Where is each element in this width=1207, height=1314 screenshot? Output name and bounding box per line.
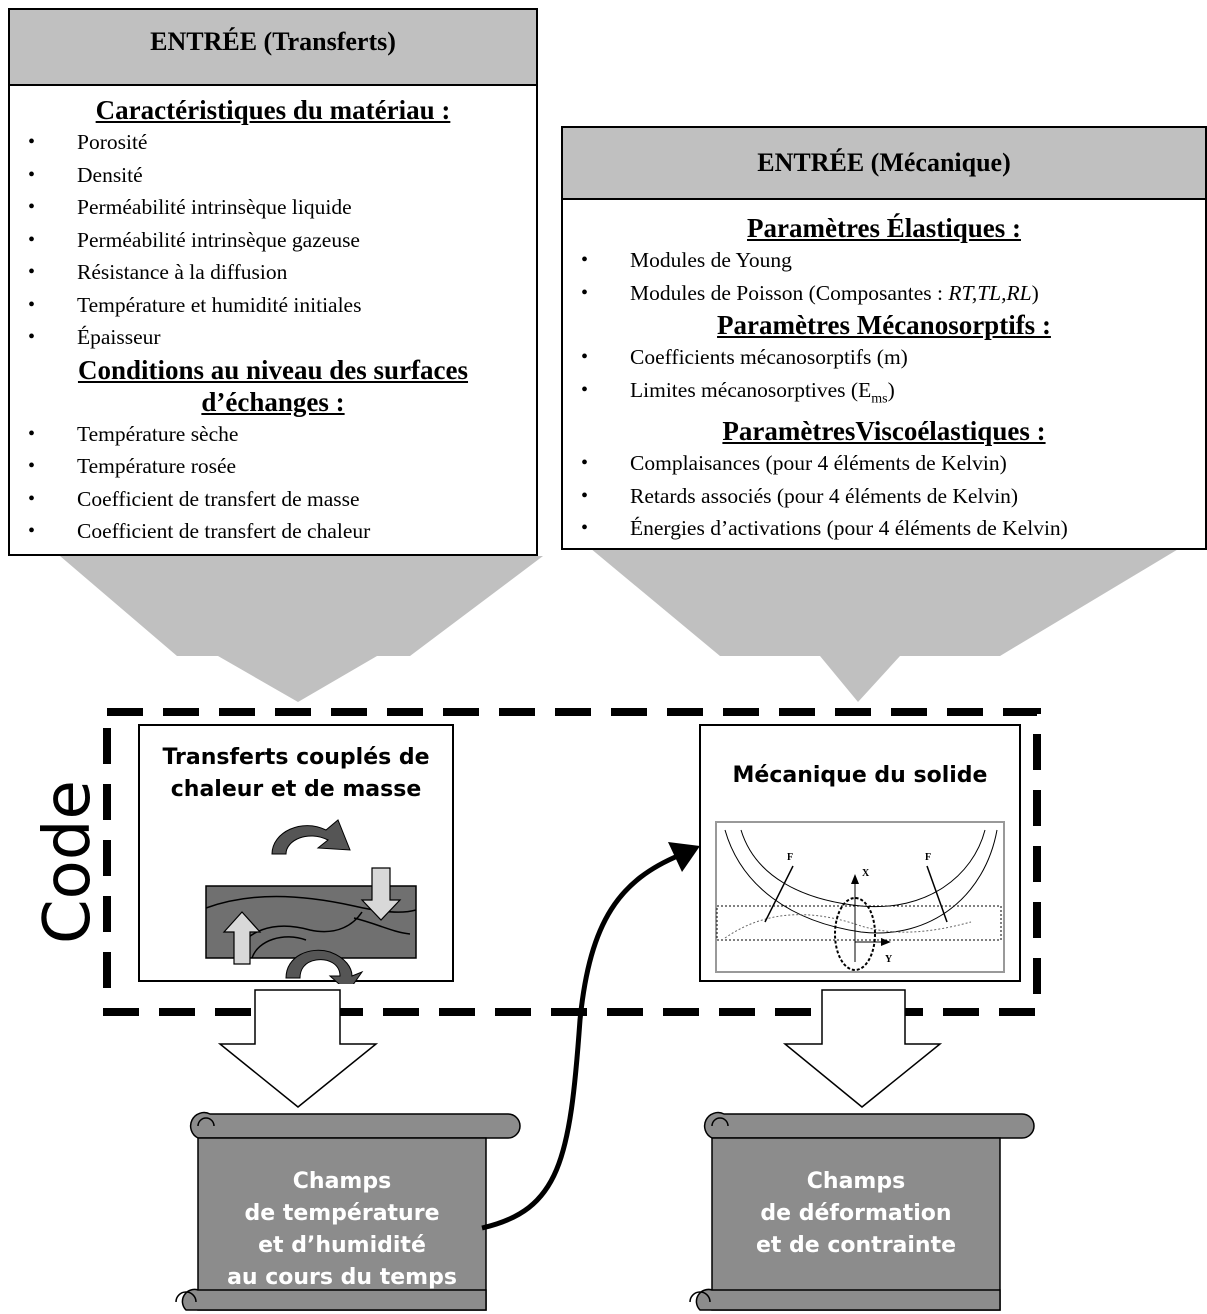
- input-box-mecanique: ENTRÉE (Mécanique) Paramètres Élastiques…: [561, 126, 1207, 550]
- conditions-list: Température sèche Température rosée Coef…: [10, 418, 536, 548]
- figure-label-f1: F: [787, 852, 793, 863]
- mecano-list: Coefficients mécanosorptifs (m) Limites …: [563, 341, 1205, 415]
- list-item: Énergies d’activations (pour 4 éléments …: [563, 512, 1205, 545]
- output-right-line: Champs: [806, 1169, 906, 1194]
- list-item: Température rosée: [10, 450, 536, 483]
- mechanics-box: Mécanique du solide F F X Y: [699, 724, 1021, 982]
- wood-transfer-illustration: [205, 819, 417, 984]
- mechanics-figure: F F X Y: [715, 821, 1005, 973]
- list-item: Perméabilité intrinsèque liquide: [10, 191, 536, 224]
- list-item: Coefficient de transfert de masse: [10, 483, 536, 516]
- list-item-poisson: Modules de Poisson (Composantes : RT,TL,…: [563, 277, 1205, 310]
- code-frame: [103, 708, 1041, 1016]
- poisson-prefix: Modules de Poisson (Composantes :: [630, 280, 949, 305]
- section-mecano-title: Paramètres Mécanosorptifs :: [717, 310, 1051, 340]
- section-elastic-title: Paramètres Élastiques :: [747, 213, 1021, 243]
- list-item: Perméabilité intrinsèque gazeuse: [10, 224, 536, 257]
- section-visco-title: ParamètresViscoélastiques :: [722, 416, 1046, 447]
- list-item: Température sèche: [10, 418, 536, 451]
- elastic-list: Modules de Young Modules de Poisson (Com…: [563, 244, 1205, 309]
- list-item: Résistance à la diffusion: [10, 256, 536, 289]
- output-arrow-right: [782, 989, 943, 1108]
- input-header-mecanique: ENTRÉE (Mécanique): [563, 128, 1205, 200]
- input-box-transferts: ENTRÉE (Transferts) Caractéristiques du …: [8, 8, 538, 556]
- output-left-text: Champs de température et d’humidité au c…: [198, 1166, 486, 1294]
- input-header-transferts: ENTRÉE (Transferts): [10, 10, 536, 86]
- poisson-suffix: ): [1031, 280, 1039, 305]
- visco-list: Complaisances (pour 4 éléments de Kelvin…: [563, 447, 1205, 545]
- connector-arrowhead: [668, 842, 700, 872]
- poisson-components: RT,TL,RL: [948, 280, 1032, 305]
- list-item: Température et humidité initiales: [10, 289, 536, 322]
- list-item: Complaisances (pour 4 éléments de Kelvin…: [563, 447, 1205, 480]
- transfer-title-2: chaleur et de masse: [170, 777, 422, 802]
- list-item-limits: Limites mécanosorptives (Ems): [563, 374, 1205, 416]
- figure-label-x: X: [862, 868, 870, 879]
- section-conditions-title-2: d’échanges :: [201, 386, 345, 417]
- list-item: Modules de Young: [563, 244, 1205, 277]
- limits-subscript: ms: [871, 390, 888, 406]
- figure-label-f2: F: [925, 852, 931, 863]
- output-left-line: et d’humidité: [258, 1233, 426, 1258]
- limits-prefix: Limites mécanosorptives (E: [630, 377, 872, 402]
- list-item: Coefficient de transfert de chaleur: [10, 515, 536, 548]
- output-arrow-left: [217, 989, 379, 1108]
- code-label: Code: [31, 780, 105, 944]
- list-item: Retards associés (pour 4 éléments de Kel…: [563, 480, 1205, 513]
- input-arrow-left: [60, 556, 543, 702]
- material-list: Porosité Densité Perméabilité intrinsèqu…: [10, 126, 536, 354]
- input-arrow-right: [590, 548, 1180, 702]
- section-material-title: Caractéristiques du matériau :: [95, 95, 451, 125]
- list-item: Densité: [10, 159, 536, 192]
- output-right-line: de déformation: [760, 1201, 952, 1226]
- scroll-left: [175, 1111, 521, 1311]
- transfer-box: Transferts couplés de chaleur et de mass…: [138, 724, 454, 984]
- transfer-title-1: Transferts couplés de: [162, 745, 430, 770]
- output-left-line: au cours du temps: [227, 1265, 457, 1290]
- connector-curve: [481, 852, 681, 1231]
- output-left-line: Champs: [292, 1169, 392, 1194]
- list-item: Porosité: [10, 126, 536, 159]
- list-item: Coefficients mécanosorptifs (m): [563, 341, 1205, 374]
- list-item: Épaisseur: [10, 321, 536, 354]
- scroll-right: [689, 1111, 1035, 1311]
- output-right-line: et de contrainte: [755, 1233, 957, 1258]
- limits-suffix: ): [887, 377, 895, 402]
- output-right-text: Champs de déformation et de contrainte: [712, 1166, 1000, 1262]
- section-conditions-title-1: Conditions au niveau des surfaces: [77, 354, 469, 385]
- figure-label-y: Y: [885, 954, 893, 965]
- output-left-line: de température: [244, 1201, 440, 1226]
- mechanics-title: Mécanique du solide: [732, 763, 988, 788]
